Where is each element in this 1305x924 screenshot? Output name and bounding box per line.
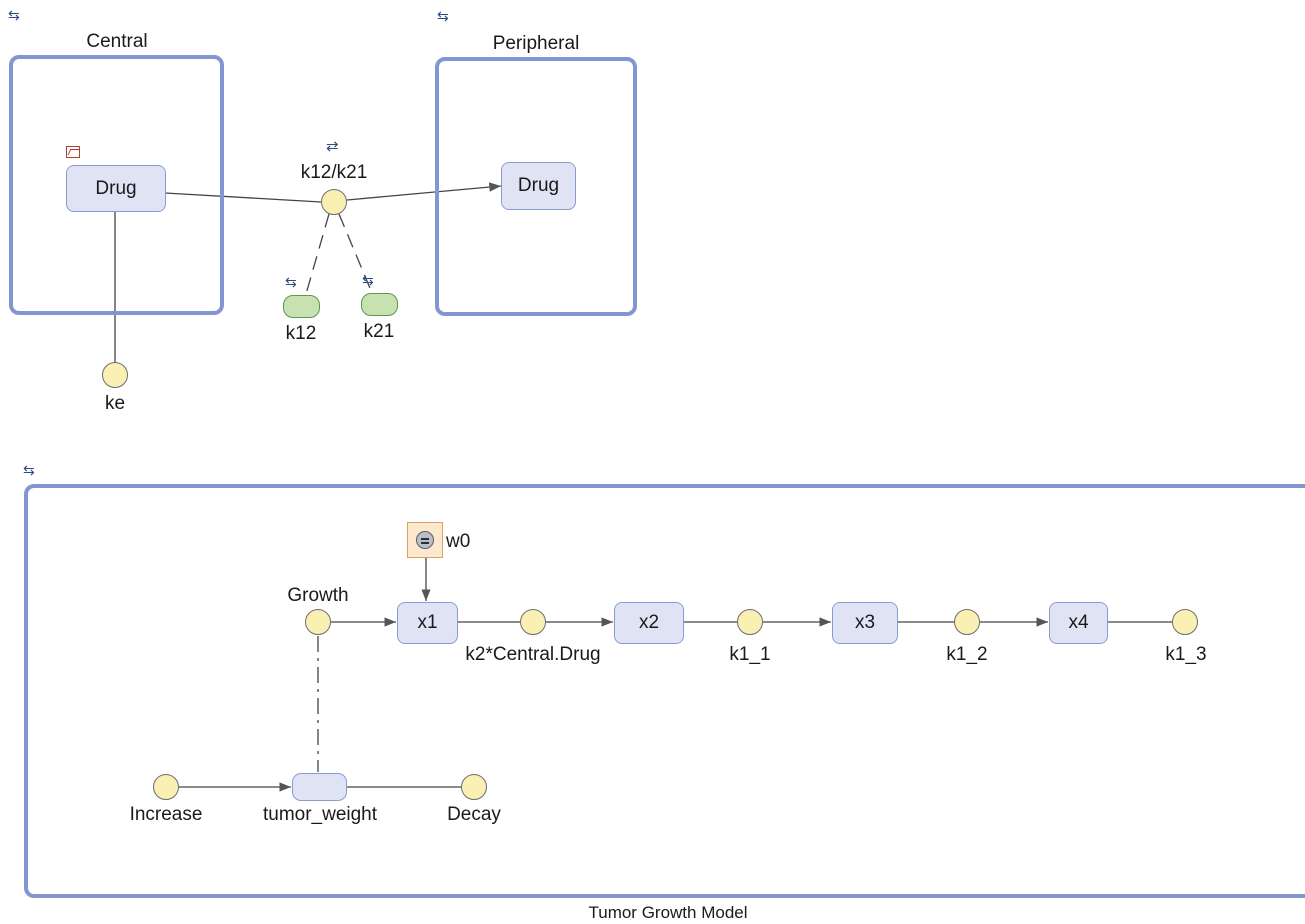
compartment-peripheral[interactable] <box>435 57 637 316</box>
rule-w0-label: w0 <box>446 531 471 552</box>
species-x4[interactable]: x4 <box>1049 602 1108 644</box>
parameter-k12-label: k12 <box>285 323 317 344</box>
compartment-central[interactable] <box>9 55 224 315</box>
reversible-reaction-icon[interactable]: ⇆ <box>23 462 35 478</box>
reaction-decay-node[interactable] <box>461 774 487 800</box>
reaction-elimination-label: ke <box>104 393 126 414</box>
reaction-growth-label: Growth <box>287 585 349 606</box>
reaction-growth-node[interactable] <box>305 609 331 635</box>
compartment-peripheral-label: Peripheral <box>492 33 580 54</box>
reaction-increase-label: Increase <box>129 804 203 825</box>
edge-central-drug-to-exchange <box>164 192 322 203</box>
reaction-transit-3-node[interactable] <box>954 609 980 635</box>
reaction-transit-2-label: k1_1 <box>729 644 771 665</box>
reaction-exchange-node[interactable] <box>321 189 347 215</box>
reaction-decay-label: Decay <box>447 804 501 825</box>
compartment-tumor-label: Tumor Growth Model <box>588 903 748 922</box>
parameter-k12-node[interactable] <box>283 295 320 318</box>
species-x3[interactable]: x3 <box>832 602 898 644</box>
species-tumor-weight-label: tumor_weight <box>262 804 378 825</box>
reaction-elimination-node[interactable] <box>102 362 128 388</box>
reaction-transit-1-node[interactable] <box>520 609 546 635</box>
species-tumor-weight[interactable] <box>292 773 347 801</box>
species-x1[interactable]: x1 <box>397 602 458 644</box>
reaction-exchange-label: k12/k21 <box>300 162 368 183</box>
reversible-reaction-icon[interactable]: ⇆ <box>437 8 449 24</box>
parameter-k21-node[interactable] <box>361 293 398 316</box>
edge-exchange-to-peripheral-drug <box>346 182 502 201</box>
reaction-transit-1-label: k2*Central.Drug <box>465 644 601 665</box>
compartment-tumor[interactable] <box>24 484 1305 898</box>
parameter-k21-label: k21 <box>363 321 395 342</box>
compartment-central-label: Central <box>86 31 148 52</box>
reaction-transit-3-label: k1_2 <box>946 644 988 665</box>
arrows-exchange-icon[interactable]: ⇄ <box>326 138 339 155</box>
edge-k12-modifier <box>305 213 330 295</box>
reaction-transit-4-node[interactable] <box>1172 609 1198 635</box>
reaction-increase-node[interactable] <box>153 774 179 800</box>
edge-k21-modifier <box>338 213 373 294</box>
reversible-reaction-icon[interactable]: ⇆ <box>8 7 20 23</box>
reversible-reaction-icon[interactable]: ⇆ <box>285 274 297 290</box>
reversible-reaction-icon[interactable]: ⇆ <box>362 272 374 288</box>
reaction-transit-2-node[interactable] <box>737 609 763 635</box>
species-central-drug[interactable]: Drug <box>66 165 166 212</box>
species-peripheral-drug[interactable]: Drug <box>501 162 576 210</box>
plot-icon[interactable] <box>66 146 80 158</box>
rule-w0-box[interactable] <box>407 522 443 558</box>
rule-icon <box>416 531 434 549</box>
species-x2[interactable]: x2 <box>614 602 684 644</box>
reaction-transit-4-label: k1_3 <box>1165 644 1207 665</box>
